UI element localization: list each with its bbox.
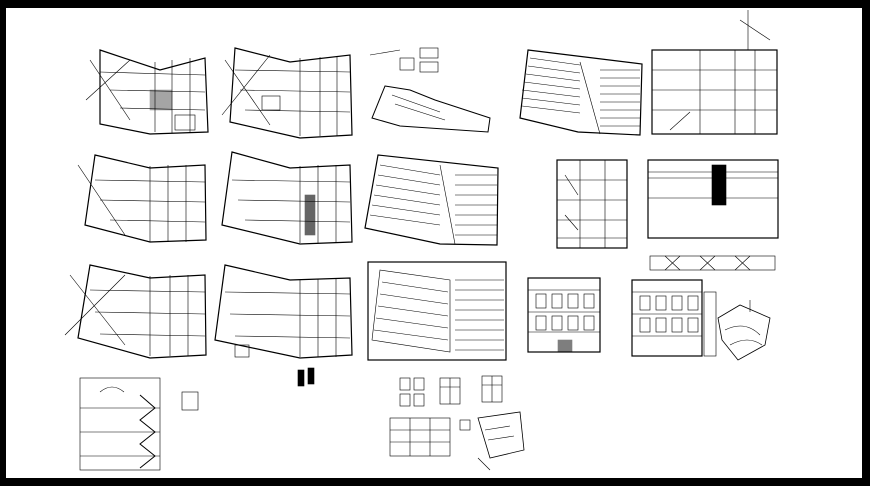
window-details	[389, 375, 503, 457]
section-3	[647, 159, 779, 271]
plan-5	[64, 264, 207, 359]
roof-plan-2	[364, 154, 499, 246]
stair-detail	[79, 377, 199, 471]
plan-3	[77, 154, 207, 243]
site-plan	[369, 47, 491, 133]
section-1	[651, 10, 778, 135]
elevation-1	[527, 277, 601, 353]
location-map	[717, 300, 771, 361]
plan-2	[221, 47, 353, 139]
section-2	[556, 159, 628, 249]
plan-1	[85, 49, 209, 135]
roof-plan-1	[519, 49, 643, 136]
plan-6	[214, 264, 353, 387]
elevation-2	[631, 279, 717, 357]
roof-plan-3	[367, 261, 507, 361]
door-details	[459, 411, 525, 471]
plan-4	[221, 151, 353, 245]
